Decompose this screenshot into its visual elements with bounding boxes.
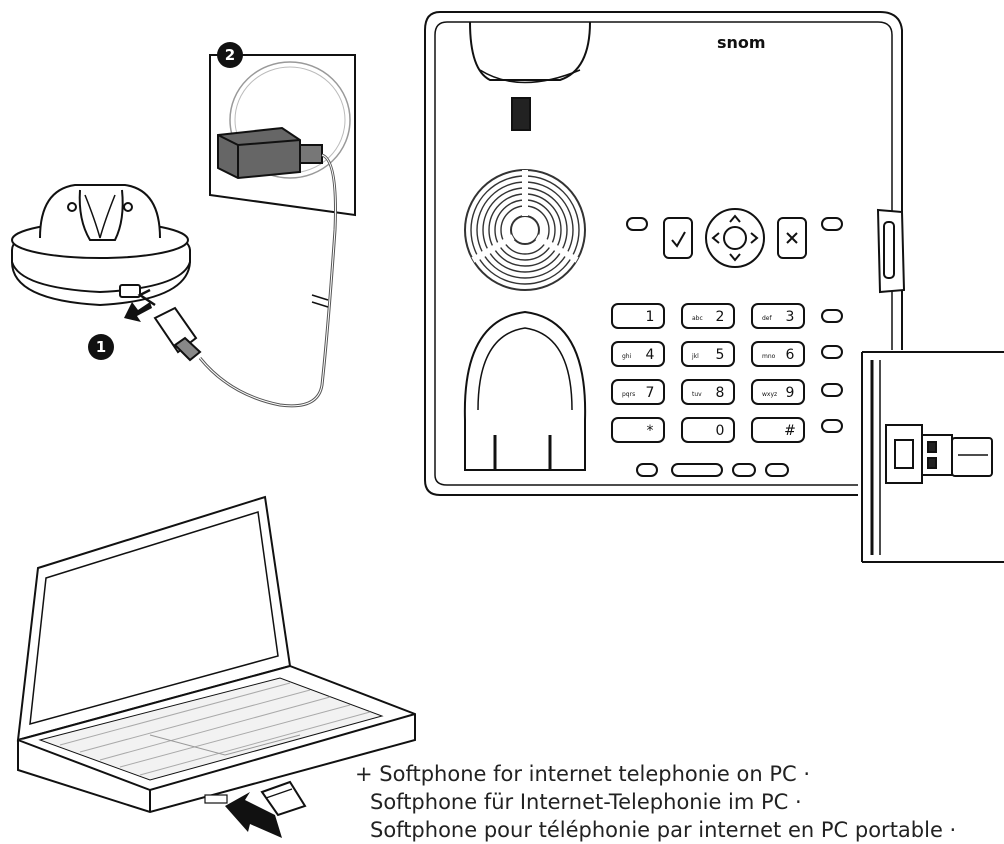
base-port-arrow	[124, 302, 152, 322]
power-adapter	[217, 126, 323, 180]
keypad-key-7[interactable]: pqrs 7	[611, 379, 665, 405]
keypad-key-digit: 0	[716, 423, 725, 439]
keypad-key-star[interactable]: *	[611, 417, 665, 443]
function-key-3[interactable]	[821, 383, 843, 397]
keypad-key-letters: ghi	[622, 353, 632, 360]
keypad-key-digit: *	[647, 423, 654, 439]
keypad-key-digit: 1	[646, 309, 655, 325]
bottom-key-2[interactable]	[732, 463, 756, 477]
callout-one-badge: 1	[88, 334, 114, 360]
phone-brand-logo: snom	[717, 33, 766, 52]
keypad-key-frame[interactable]	[681, 341, 735, 367]
keypad-key-frame[interactable]	[751, 417, 805, 443]
softkey-left[interactable]	[626, 217, 648, 231]
keypad-key-digit: 4	[646, 347, 655, 363]
bottom-key-3[interactable]	[765, 463, 789, 477]
keypad-key-frame[interactable]	[611, 303, 665, 329]
keypad-key-frame[interactable]	[681, 303, 735, 329]
callout-one-label: 1	[96, 338, 106, 356]
keypad-key-frame[interactable]	[751, 379, 805, 405]
function-key-2[interactable]	[821, 345, 843, 359]
callout-two-label: 2	[225, 46, 235, 64]
keypad-key-digit: 8	[716, 385, 725, 401]
keypad-key-digit: 5	[716, 347, 725, 363]
callout-two-badge: 2	[217, 42, 243, 68]
nav-ok-button[interactable]	[723, 226, 747, 250]
keypad-key-letters: jkl	[691, 353, 699, 360]
keypad-key-9[interactable]: wxyz 9	[751, 379, 805, 405]
keypad-key-letters: abc	[692, 315, 703, 322]
accept-button[interactable]	[663, 217, 693, 259]
usb-port-detail	[858, 350, 1004, 568]
keypad-key-frame[interactable]	[681, 379, 735, 405]
keypad-key-digit: 3	[786, 309, 795, 325]
volume-rocker[interactable]	[671, 463, 723, 477]
speaker-grille	[464, 169, 586, 291]
keypad-key-4[interactable]: ghi 4	[611, 341, 665, 367]
keypad-key-letters: pqrs	[622, 391, 635, 398]
phone-keypad: 1 abc 2 def 3 ghi 4 jkl 5 mno 6 pqrs 7 tuv 8 wxyz 9 * 0 #	[611, 303, 805, 443]
charging-base	[11, 184, 191, 307]
keypad-key-digit: 2	[716, 309, 725, 325]
keypad-key-3[interactable]: def 3	[751, 303, 805, 329]
caption: + Softphone for internet telephonie on P…	[355, 760, 1000, 844]
function-key-1[interactable]	[821, 309, 843, 323]
keypad-key-letters: wxyz	[762, 391, 777, 398]
bottom-key-1[interactable]	[636, 463, 658, 477]
keypad-key-letters: tuv	[692, 391, 702, 398]
keypad-key-frame[interactable]	[611, 379, 665, 405]
keypad-key-1[interactable]: 1	[611, 303, 665, 329]
keypad-key-digit: 7	[646, 385, 655, 401]
keypad-key-hash[interactable]: #	[751, 417, 805, 443]
caption-german: Softphone für Internet-Telephonie im PC …	[370, 790, 802, 814]
insert-arrow	[225, 792, 282, 838]
keypad-key-frame[interactable]	[751, 303, 805, 329]
laptop	[16, 495, 416, 814]
keypad-key-digit: 6	[786, 347, 795, 363]
side-dongle-holder	[876, 208, 906, 294]
keypad-key-2[interactable]: abc 2	[681, 303, 735, 329]
keypad-key-letters: def	[762, 315, 773, 322]
keypad-key-frame[interactable]	[611, 341, 665, 367]
keypad-key-8[interactable]: tuv 8	[681, 379, 735, 405]
usb-dongle	[260, 780, 307, 817]
function-key-4[interactable]	[821, 419, 843, 433]
caption-french: Softphone pour téléphonie par internet e…	[370, 818, 957, 842]
keypad-key-0[interactable]: 0	[681, 417, 735, 443]
navigation-cluster	[626, 208, 843, 268]
keypad-key-6[interactable]: mno 6	[751, 341, 805, 367]
keypad-key-frame[interactable]	[751, 341, 805, 367]
softkey-right[interactable]	[821, 217, 843, 231]
keypad-key-frame[interactable]	[611, 417, 665, 443]
power-plug	[153, 306, 202, 362]
caption-english: + Softphone for internet telephonie on P…	[355, 762, 810, 786]
function-keys	[636, 309, 843, 477]
keypad-key-digit: #	[784, 423, 796, 439]
keypad-key-5[interactable]: jkl 5	[681, 341, 735, 367]
keypad-key-digit: 9	[786, 385, 795, 401]
keypad-key-frame[interactable]	[681, 417, 735, 443]
keypad-key-letters: mno	[762, 353, 776, 360]
